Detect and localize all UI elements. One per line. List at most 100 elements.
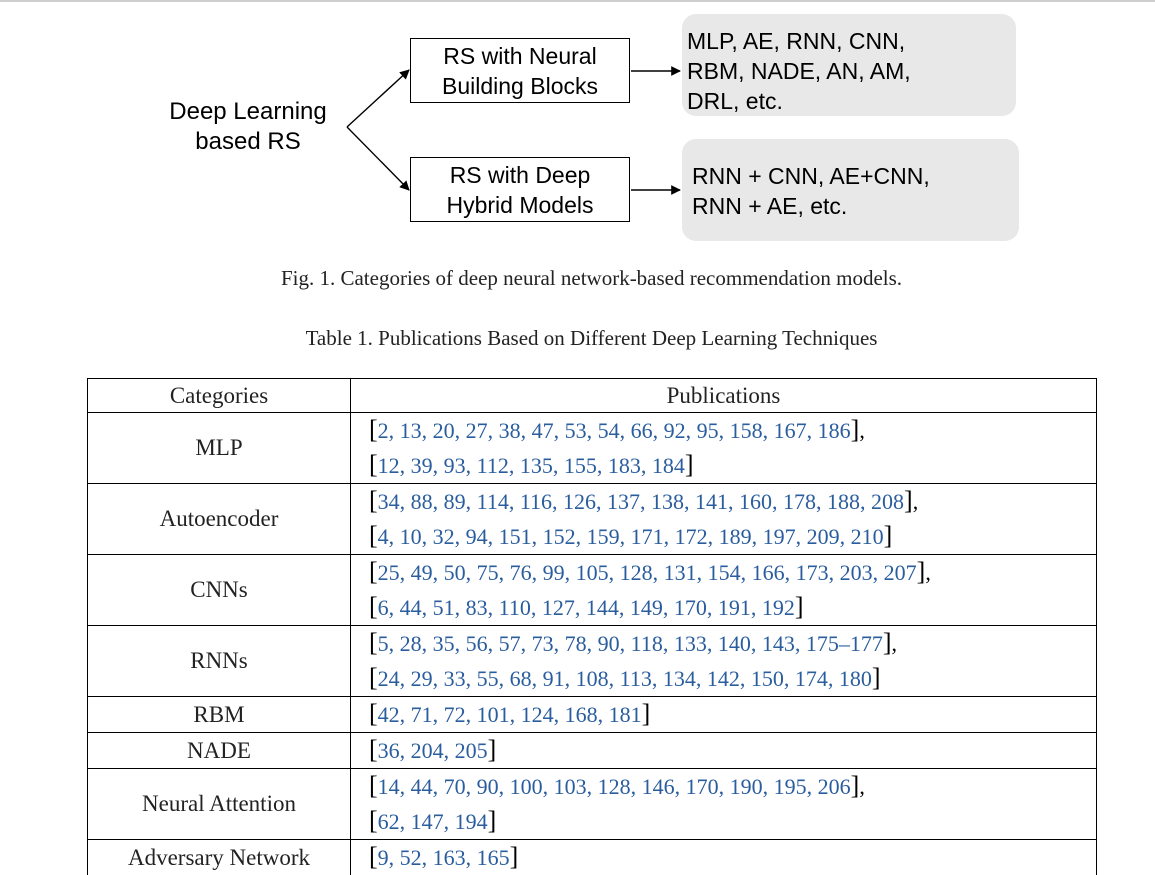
table-row: Adversary Network [9, 52, 163, 165] [88,840,1097,875]
neural-models-line: DRL, etc. [687,86,1016,116]
table-body: MLP [2, 13, 20, 27, 38, 47, 53, 54, 66, 9… [88,413,1097,875]
citation-line: [5, 28, 35, 56, 57, 73, 78, 90, 118, 133… [369,626,1096,661]
citation-line: [12, 39, 93, 112, 135, 155, 183, 184] [369,448,1096,483]
close-bracket: ] [488,735,497,764]
citation-line: [34, 88, 89, 114, 116, 126, 137, 138, 14… [369,484,1096,519]
root-label-line: Deep Learning [150,97,346,127]
close-bracket: ] [883,628,892,657]
citation-links[interactable]: 24, 29, 33, 55, 68, 91, 108, 113, 134, 1… [378,666,872,691]
citation-line: [36, 204, 205] [369,733,1096,768]
deep-hybrid-models-box: RS with Deep Hybrid Models [410,157,630,222]
line-comma: , [892,631,898,656]
open-bracket: [ [369,663,378,692]
publications-cell: [36, 204, 205] [351,733,1097,769]
citation-links[interactable]: 42, 71, 72, 101, 124, 168, 181 [378,702,642,727]
publications-cell: [14, 44, 70, 90, 100, 103, 128, 146, 170… [351,769,1097,840]
citation-links[interactable]: 62, 147, 194 [378,809,488,834]
publications-cell: [42, 71, 72, 101, 124, 168, 181] [351,697,1097,733]
open-bracket: [ [369,450,378,479]
hybrid-models-list: RNN + CNN, AE+CNN, RNN + AE, etc. [682,139,1019,241]
open-bracket: [ [369,486,378,515]
open-bracket: [ [369,771,378,800]
table-row: Neural Attention [14, 44, 70, 90, 100, 10… [88,769,1097,840]
publications-table: Categories Publications MLP [2, 13, 20, 2… [87,378,1097,875]
citation-line: [6, 44, 51, 83, 110, 127, 144, 149, 170,… [369,590,1096,625]
hybrid-box-line: Hybrid Models [447,190,594,220]
figure-diagram: Deep Learning based RS RS with Neural Bu… [0,0,1155,260]
hybrid-models-line: RNN + AE, etc. [692,191,1019,221]
table-row: Autoencoder [34, 88, 89, 114, 116, 126, 1… [88,484,1097,555]
root-label-line: based RS [150,127,346,157]
close-bracket: ] [904,486,913,515]
close-bracket: ] [795,592,804,621]
close-bracket: ] [685,450,694,479]
root-category-label: Deep Learning based RS [150,97,346,157]
arrow-to-hybrid [347,127,409,190]
close-bracket: ] [872,663,881,692]
table-row: MLP [2, 13, 20, 27, 38, 47, 53, 54, 66, 9… [88,413,1097,484]
citation-links[interactable]: 9, 52, 163, 165 [378,845,510,870]
neural-models-line: RBM, NADE, AN, AM, [687,56,1016,86]
line-comma: , [859,418,865,443]
figure-caption: Fig. 1. Categories of deep neural networ… [0,266,1155,291]
citation-links[interactable]: 36, 204, 205 [378,738,488,763]
publications-cell: [34, 88, 89, 114, 116, 126, 137, 138, 14… [351,484,1097,555]
line-comma: , [859,774,865,799]
citation-line: [14, 44, 70, 90, 100, 103, 128, 146, 170… [369,769,1096,804]
category-cell: NADE [88,733,351,769]
open-bracket: [ [369,415,378,444]
publications-cell: [2, 13, 20, 27, 38, 47, 53, 54, 66, 92, … [351,413,1097,484]
citation-links[interactable]: 12, 39, 93, 112, 135, 155, 183, 184 [378,453,685,478]
table-caption: Table 1. Publications Based on Different… [0,326,1155,351]
table-row: RNNs [5, 28, 35, 56, 57, 73, 78, 90, 118,… [88,626,1097,697]
neural-building-blocks-box: RS with Neural Building Blocks [410,38,630,103]
publications-cell: [9, 52, 163, 165] [351,840,1097,875]
category-cell: Adversary Network [88,840,351,875]
table-row: RBM [42, 71, 72, 101, 124, 168, 181] [88,697,1097,733]
arrow-to-neural [347,70,409,127]
line-comma: , [925,560,931,585]
citation-links[interactable]: 14, 44, 70, 90, 100, 103, 128, 146, 170,… [378,774,851,799]
open-bracket: [ [369,806,378,835]
open-bracket: [ [369,557,378,586]
open-bracket: [ [369,699,378,728]
open-bracket: [ [369,521,378,550]
citation-line: [9, 52, 163, 165] [369,840,1096,875]
citation-links[interactable]: 34, 88, 89, 114, 116, 126, 137, 138, 141… [378,489,904,514]
open-bracket: [ [369,628,378,657]
citation-links[interactable]: 25, 49, 50, 75, 76, 99, 105, 128, 131, 1… [378,560,917,585]
neural-box-line: RS with Neural [442,41,598,71]
citation-line: [24, 29, 33, 55, 68, 91, 108, 113, 134, … [369,661,1096,696]
citation-links[interactable]: 4, 10, 32, 94, 151, 152, 159, 171, 172, … [378,524,884,549]
table-header-row: Categories Publications [88,379,1097,413]
citation-line: [25, 49, 50, 75, 76, 99, 105, 128, 131, … [369,555,1096,590]
publications-cell: [5, 28, 35, 56, 57, 73, 78, 90, 118, 133… [351,626,1097,697]
category-cell: Autoencoder [88,484,351,555]
category-cell: MLP [88,413,351,484]
publications-cell: [25, 49, 50, 75, 76, 99, 105, 128, 131, … [351,555,1097,626]
neural-box-line: Building Blocks [442,71,598,101]
table-row: NADE [36, 204, 205] [88,733,1097,769]
citation-line: [42, 71, 72, 101, 124, 168, 181] [369,697,1096,732]
header-publications: Publications [351,379,1097,413]
category-cell: Neural Attention [88,769,351,840]
category-cell: CNNs [88,555,351,626]
category-cell: RBM [88,697,351,733]
line-comma: , [913,489,919,514]
close-bracket: ] [884,521,893,550]
close-bracket: ] [488,806,497,835]
citation-links[interactable]: 2, 13, 20, 27, 38, 47, 53, 54, 66, 92, 9… [378,418,851,443]
hybrid-box-line: RS with Deep [447,160,594,190]
neural-models-list: MLP, AE, RNN, CNN, RBM, NADE, AN, AM, DR… [682,14,1016,116]
table-row: CNNs [25, 49, 50, 75, 76, 99, 105, 128, 1… [88,555,1097,626]
citation-links[interactable]: 5, 28, 35, 56, 57, 73, 78, 90, 118, 133,… [378,631,883,656]
category-cell: RNNs [88,626,351,697]
citation-links[interactable]: 6, 44, 51, 83, 110, 127, 144, 149, 170, … [378,595,795,620]
citation-line: [2, 13, 20, 27, 38, 47, 53, 54, 66, 92, … [369,413,1096,448]
citation-line: [62, 147, 194] [369,804,1096,839]
header-categories: Categories [88,379,351,413]
open-bracket: [ [369,735,378,764]
close-bracket: ] [642,699,651,728]
open-bracket: [ [369,592,378,621]
neural-models-line: MLP, AE, RNN, CNN, [687,26,1016,56]
